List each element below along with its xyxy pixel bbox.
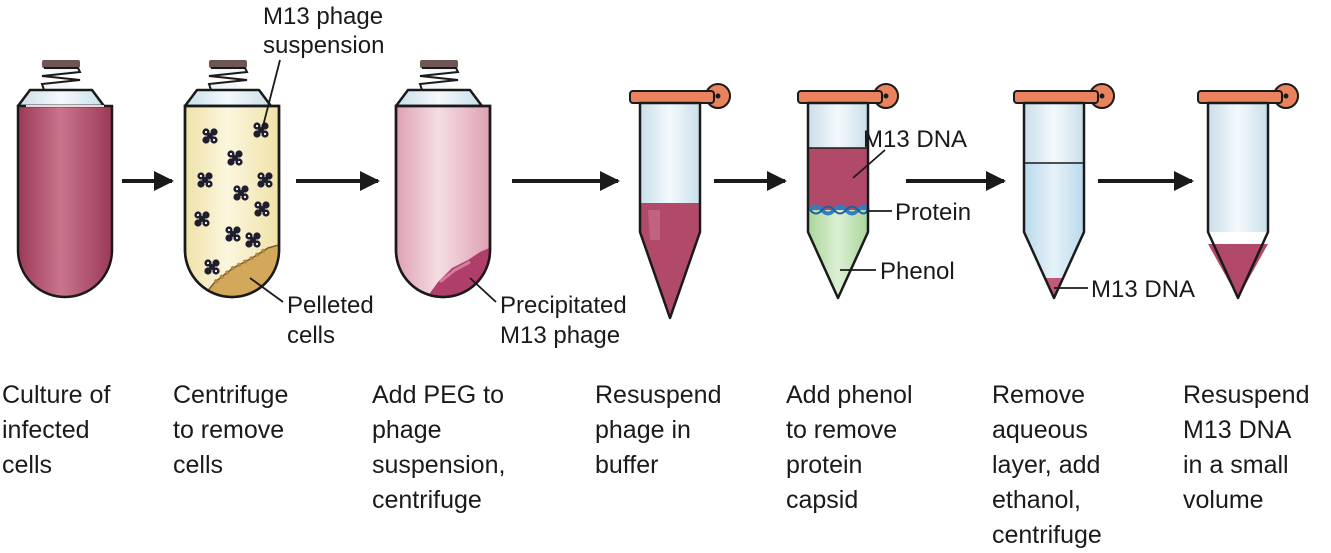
- caption-line: protein: [786, 451, 863, 479]
- caption-line: to remove: [173, 416, 285, 444]
- caption-line: ethanol,: [992, 486, 1081, 514]
- caption-line: Add phenol: [786, 381, 913, 409]
- caption-line: phage in: [595, 416, 691, 444]
- culture-liquid: [16, 104, 114, 299]
- leader-pelleted-cells: [249, 277, 284, 303]
- step-caption-4: Resuspend phage in buffer: [595, 378, 721, 483]
- caption-line: infected: [2, 416, 90, 444]
- label-precipitated-phage-1: Precipitated: [500, 292, 627, 319]
- caption-line: centrifuge: [992, 521, 1102, 549]
- tube-cap: [42, 60, 80, 68]
- caption-line: to remove: [786, 416, 898, 444]
- culture-tube: [16, 60, 114, 299]
- label-precipitated-phage-2: M13 phage: [500, 322, 620, 349]
- label-protein: Protein: [895, 199, 971, 226]
- caption-line: volume: [1183, 486, 1264, 514]
- ethanol-liquid: [1024, 163, 1084, 298]
- final-dna-tube: [1197, 83, 1299, 300]
- step-caption-1: Culture of infected cells: [2, 378, 110, 483]
- caption-line: aqueous: [992, 416, 1088, 444]
- label-m13-phage-suspension-2: suspension: [263, 32, 384, 59]
- caption-line: cells: [2, 451, 53, 479]
- caption-line: in a small: [1183, 451, 1289, 479]
- ethanol-tube: [1013, 83, 1115, 300]
- label-m13-dna-bottom: M13 DNA: [1091, 276, 1195, 303]
- caption-line: Add PEG to: [372, 381, 505, 409]
- leader-phage-suspension: [261, 59, 281, 131]
- step-caption-3: Add PEG to phage suspension, centrifuge: [372, 378, 505, 518]
- aqueous-dna-layer: [808, 148, 868, 210]
- tube-cap: [629, 90, 715, 104]
- caption-line: cells: [173, 451, 224, 479]
- step-caption-6: Remove aqueous layer, add ethanol, centr…: [992, 378, 1102, 553]
- caption-line: capsid: [786, 486, 859, 514]
- leader-precipitate: [469, 277, 497, 303]
- caption-line: phage: [372, 416, 442, 444]
- label-pelleted-cells-2: cells: [287, 322, 335, 349]
- phage-suspension-tube: [183, 60, 281, 299]
- step-caption-2: Centrifuge to remove cells: [173, 378, 288, 483]
- caption-line: Remove: [992, 381, 1086, 409]
- caption-line: M13 DNA: [1183, 416, 1292, 444]
- caption-line: Culture of: [2, 381, 111, 409]
- phenol-layer: [808, 210, 868, 298]
- caption-line: Resuspend: [1183, 381, 1310, 409]
- protein-interface: [808, 204, 870, 216]
- dna-solution: [1208, 244, 1268, 298]
- caption-line: layer, add: [992, 451, 1101, 479]
- buffer-tube: [629, 83, 731, 320]
- step-caption-5: Add phenol to remove protein capsid: [786, 378, 913, 518]
- label-pelleted-cells-1: Pelleted: [287, 292, 374, 319]
- label-m13-phage-suspension-1: M13 phage: [263, 3, 383, 30]
- label-phenol: Phenol: [880, 258, 955, 285]
- leader-m13-dna: [852, 149, 886, 179]
- step-caption-7: Resuspend M13 DNA in a small volume: [1183, 378, 1309, 518]
- caption-line: suspension,: [372, 451, 506, 479]
- peg-tube: [394, 60, 492, 299]
- caption-line: buffer: [595, 451, 659, 479]
- phenol-tube: [797, 83, 899, 300]
- caption-line: Resuspend: [595, 381, 722, 409]
- caption-line: centrifuge: [372, 486, 482, 514]
- caption-line: Centrifuge: [173, 381, 289, 409]
- label-m13-dna-top: M13 DNA: [863, 126, 967, 153]
